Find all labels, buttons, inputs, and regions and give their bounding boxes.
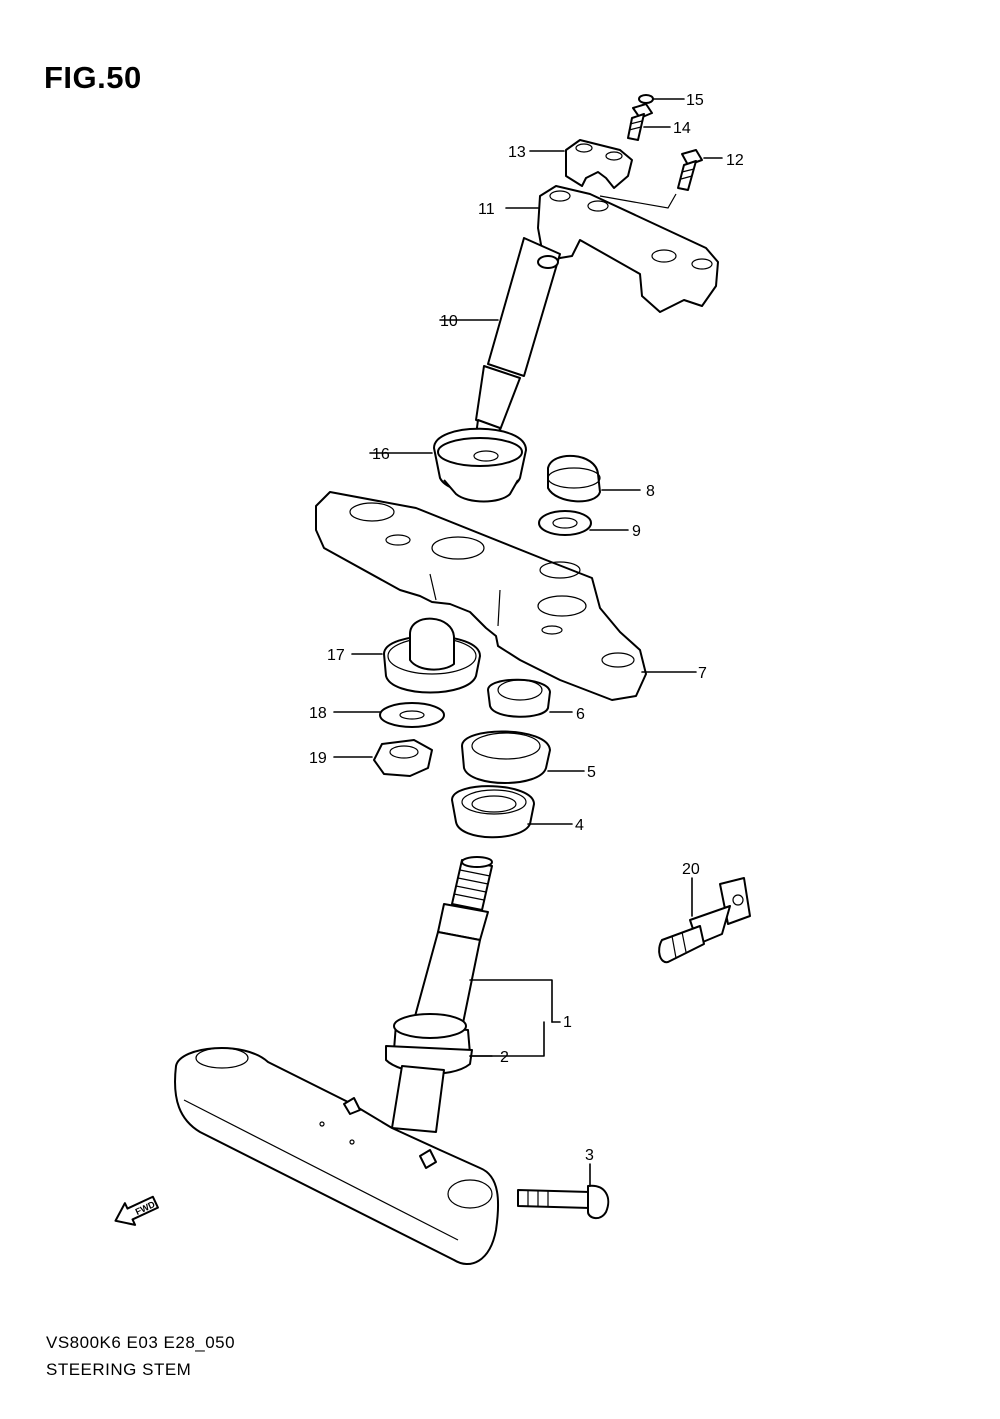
part-1-steering-stem[interactable]	[385, 856, 493, 1133]
callout-19: 19	[309, 750, 327, 767]
callout-6: 6	[576, 706, 585, 723]
part-13-clamp[interactable]	[529, 139, 633, 189]
callout-12: 12	[726, 152, 744, 169]
part-19-nut[interactable]	[333, 739, 433, 777]
callout-9: 9	[632, 523, 641, 540]
part-8-cap-nut[interactable]	[547, 454, 641, 503]
part-18-washer[interactable]	[333, 702, 445, 728]
part-3-bolt[interactable]	[517, 1163, 610, 1219]
callout-1: 1	[563, 1014, 572, 1031]
lower-bracket[interactable]	[174, 1047, 500, 1265]
callout-10: 10	[440, 313, 458, 330]
part-9-washer[interactable]	[538, 510, 629, 536]
part-5-bearing-race[interactable]	[461, 730, 585, 784]
callout-7: 7	[698, 665, 707, 682]
callout-4: 4	[575, 817, 584, 834]
callout-17: 17	[327, 647, 345, 664]
part-12-bolt[interactable]	[599, 149, 723, 209]
callout-11: 11	[478, 201, 495, 218]
part-15-cap[interactable]	[638, 94, 685, 104]
fwd-arrow-icon: FWD	[114, 1195, 159, 1226]
callout-3: 3	[585, 1147, 594, 1164]
callout-8: 8	[646, 483, 655, 500]
part-10-tube[interactable]	[439, 237, 561, 457]
callout-2: 2	[500, 1049, 509, 1066]
part-7-upper-bracket[interactable]	[315, 491, 697, 701]
callout-13: 13	[508, 144, 526, 161]
callout-16: 16	[372, 446, 390, 463]
diagram-code: VS800K6 E03 E28_050	[46, 1333, 236, 1352]
diagram-subtitle: STEERING STEM	[46, 1360, 192, 1379]
part-6-lock-nut[interactable]	[487, 678, 573, 718]
callout-15: 15	[686, 92, 704, 109]
part-17-seal[interactable]	[351, 617, 481, 694]
callout-5: 5	[587, 764, 596, 781]
part-14-bolt[interactable]	[627, 103, 671, 141]
callout-18: 18	[309, 705, 327, 722]
callout-14: 14	[673, 120, 691, 137]
part-4-bearing[interactable]	[451, 785, 573, 839]
part-16-nut[interactable]	[369, 427, 527, 503]
leader-1-2	[469, 979, 561, 1057]
callout-20: 20	[682, 861, 700, 878]
part-20-lock[interactable]	[658, 877, 751, 964]
figure-title: FIG.50	[44, 60, 142, 95]
